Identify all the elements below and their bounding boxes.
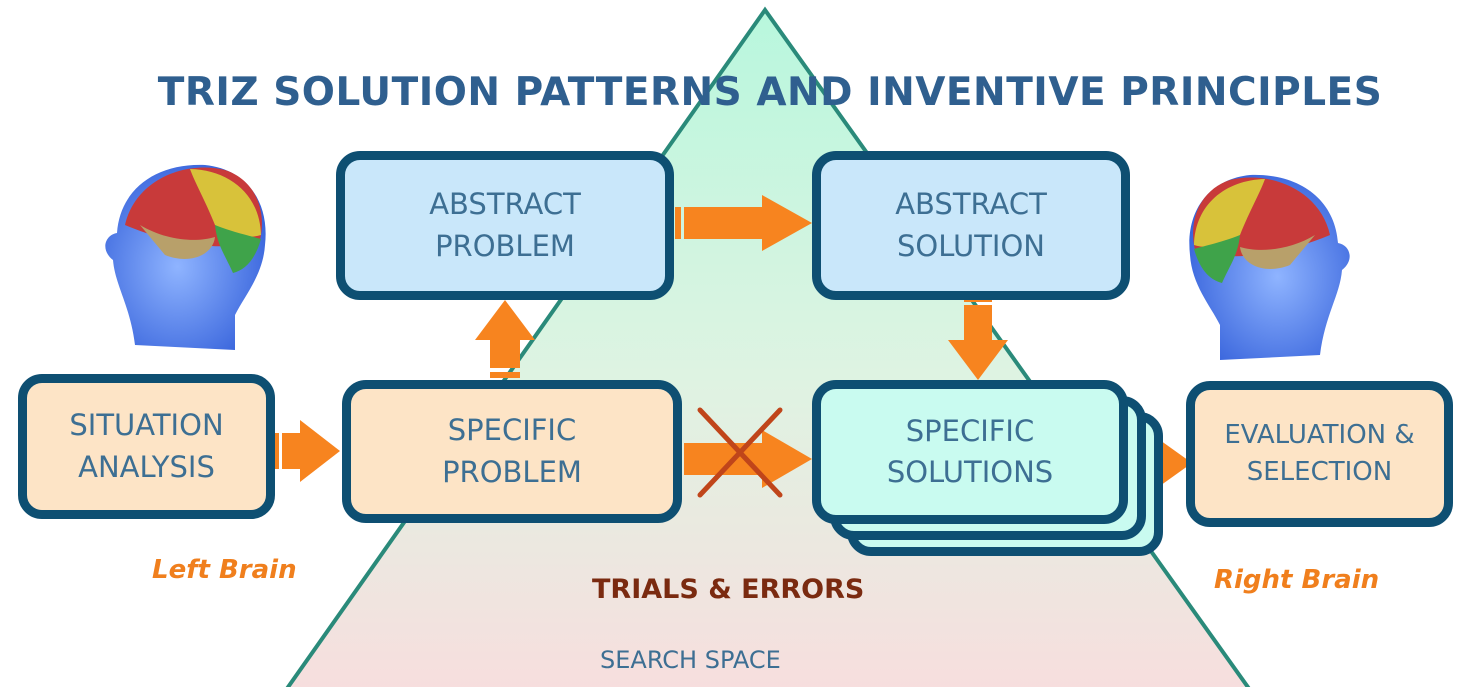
right-brain-label: Right Brain [1214, 565, 1380, 595]
arrow-icon [273, 420, 340, 482]
abstract-problem-label: ABSTRACT PROBLEM [429, 187, 581, 263]
arrow-icon [475, 300, 535, 378]
evaluation-selection-box: EVALUATION & SELECTION [1186, 381, 1453, 527]
cross-icon [697, 407, 783, 498]
abstract-solution-label: ABSTRACT SOLUTION [895, 187, 1047, 263]
trials-errors-label: TRIALS & ERRORS [592, 574, 865, 605]
situation-analysis-label: SITUATION ANALYSIS [69, 408, 224, 484]
situation-analysis-box: SITUATION ANALYSIS [18, 374, 275, 519]
specific-solutions-box: SPECIFIC SOLUTIONS [812, 380, 1128, 524]
search-space-label: SEARCH SPACE [600, 646, 781, 674]
specific-problem-box: SPECIFIC PROBLEM [342, 380, 682, 523]
specific-problem-label: SPECIFIC PROBLEM [442, 413, 582, 489]
abstract-solution-box: ABSTRACT SOLUTION [812, 151, 1130, 300]
arrow-icon [948, 296, 1008, 380]
evaluation-selection-label: EVALUATION & SELECTION [1224, 420, 1415, 487]
arrow-icon [675, 195, 812, 251]
abstract-problem-box: ABSTRACT PROBLEM [336, 151, 674, 300]
left-brain-label: Left Brain [152, 555, 297, 585]
specific-solutions-label: SPECIFIC SOLUTIONS [886, 413, 1054, 489]
diagram-title: TRIZ SOLUTION PATTERNS AND INVENTIVE PRI… [157, 70, 1383, 115]
brain-head-right-icon [1189, 174, 1350, 360]
brain-head-left-icon [105, 164, 266, 350]
